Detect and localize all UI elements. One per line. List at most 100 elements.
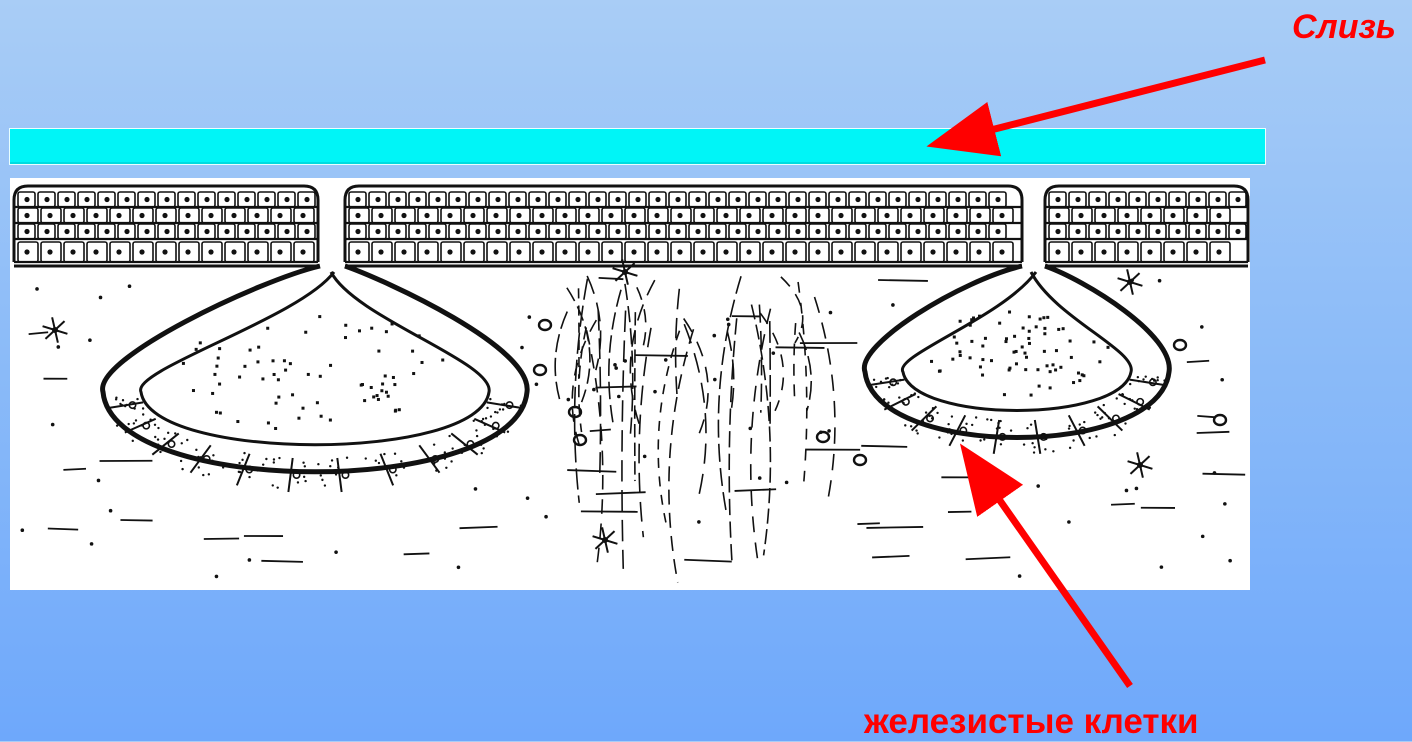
cell-nucleus	[535, 197, 540, 202]
cell-nucleus	[1124, 249, 1129, 254]
cell-nucleus	[1195, 197, 1200, 202]
cell-nucleus	[675, 197, 680, 202]
cell-nucleus	[124, 229, 129, 234]
cell-nucleus	[631, 213, 636, 218]
left-gland-stipple	[324, 484, 326, 486]
right-gland-stipple	[910, 425, 912, 427]
tissue-dot	[90, 542, 94, 546]
left-gland-stipple	[297, 481, 299, 483]
right-gland-stipple	[1072, 433, 1074, 435]
left-gland-stipple	[122, 399, 124, 401]
right-gland-secretion-dot	[1082, 374, 1085, 377]
right-gland-secretion-dot	[1013, 335, 1016, 338]
left-gland-secretion-dot	[418, 334, 421, 337]
left-gland-stipple	[445, 467, 447, 469]
cell-nucleus	[615, 229, 620, 234]
cell-nucleus	[930, 249, 935, 254]
right-gland-stipple	[990, 419, 992, 421]
right-gland-secretion-dot	[1069, 340, 1072, 343]
left-gland-stipple	[329, 465, 331, 467]
right-gland-stipple	[998, 427, 1000, 429]
right-gland-secretion-dot	[1028, 342, 1031, 345]
tissue-dot	[1160, 565, 1164, 569]
cell-nucleus	[861, 213, 866, 218]
cell-nucleus	[655, 197, 660, 202]
left-gland-stipple	[132, 440, 134, 442]
cell-nucleus	[1135, 229, 1140, 234]
right-gland-secretion-dot	[1057, 328, 1060, 331]
tissue-dash	[63, 469, 86, 470]
right-gland-stipple	[1089, 437, 1091, 439]
cell-nucleus	[1135, 197, 1140, 202]
tissue-dot	[99, 296, 103, 300]
cell-nucleus	[838, 213, 843, 218]
right-gland-stipple	[1095, 435, 1097, 437]
right-gland-stipple	[962, 439, 964, 441]
cell-nucleus	[447, 249, 452, 254]
right-gland-stipple	[1068, 425, 1070, 427]
cell-nucleus	[355, 197, 360, 202]
left-gland-stipple	[485, 417, 487, 419]
left-gland-secretion-dot	[272, 359, 275, 362]
cell-nucleus	[575, 197, 580, 202]
left-gland-secretion-dot	[394, 409, 397, 412]
tissue-dot	[474, 487, 478, 491]
right-gland-secretion-dot	[1072, 381, 1075, 384]
cell-nucleus	[654, 213, 659, 218]
cell-nucleus	[755, 229, 760, 234]
cell-nucleus	[792, 249, 797, 254]
cell-nucleus	[395, 197, 400, 202]
left-gland-stipple	[346, 457, 348, 459]
cell-nucleus	[254, 213, 259, 218]
right-gland-secretion-dot	[1107, 346, 1110, 349]
cell-nucleus	[1115, 229, 1120, 234]
left-gland-secretion-dot	[267, 421, 270, 424]
cell-nucleus	[838, 249, 843, 254]
right-gland-secretion-dot	[1052, 363, 1055, 366]
left-gland-secretion-dot	[256, 360, 259, 363]
tissue-dash	[635, 355, 688, 356]
cell-nucleus	[815, 229, 820, 234]
left-gland-secretion-dot	[344, 336, 347, 339]
left-gland-secretion-dot	[307, 373, 310, 376]
tissue-dot	[544, 515, 548, 519]
cell-nucleus	[516, 249, 521, 254]
left-gland-secretion-dot	[274, 427, 277, 430]
left-gland-secretion-dot	[199, 341, 202, 344]
right-gland-stipple	[950, 433, 952, 435]
tissue-dot	[128, 284, 132, 288]
right-gland-stipple	[871, 386, 873, 388]
cell-nucleus	[1078, 213, 1083, 218]
left-gland-secretion-dot	[441, 359, 444, 362]
left-gland-stipple	[494, 411, 496, 413]
cell-nucleus	[164, 197, 169, 202]
cell-nucleus	[975, 197, 980, 202]
left-gland-stipple	[516, 414, 518, 416]
cell-nucleus	[162, 249, 167, 254]
left-gland-stipple	[394, 453, 396, 455]
right-gland-secretion-dot	[1023, 352, 1026, 355]
cell-nucleus	[415, 197, 420, 202]
cell-nucleus	[585, 249, 590, 254]
cell-nucleus	[895, 197, 900, 202]
left-gland-secretion-dot	[363, 399, 366, 402]
cell-nucleus	[555, 229, 560, 234]
cell-nucleus	[84, 229, 89, 234]
left-gland-stipple	[473, 420, 475, 422]
cell-nucleus	[208, 249, 213, 254]
cell-nucleus	[139, 249, 144, 254]
tissue-dot	[88, 338, 92, 342]
cell-nucleus	[435, 229, 440, 234]
left-gland-stipple	[482, 447, 484, 449]
left-gland-secretion-dot	[398, 408, 401, 411]
left-gland-secretion-dot	[257, 346, 260, 349]
cell-nucleus	[539, 213, 544, 218]
right-gland-stipple	[1163, 379, 1165, 381]
cell-nucleus	[615, 197, 620, 202]
left-gland-stipple	[496, 435, 498, 437]
cell-nucleus	[184, 229, 189, 234]
cell-nucleus	[455, 197, 460, 202]
cell-nucleus	[1216, 249, 1221, 254]
right-gland-stipple	[1136, 408, 1138, 410]
